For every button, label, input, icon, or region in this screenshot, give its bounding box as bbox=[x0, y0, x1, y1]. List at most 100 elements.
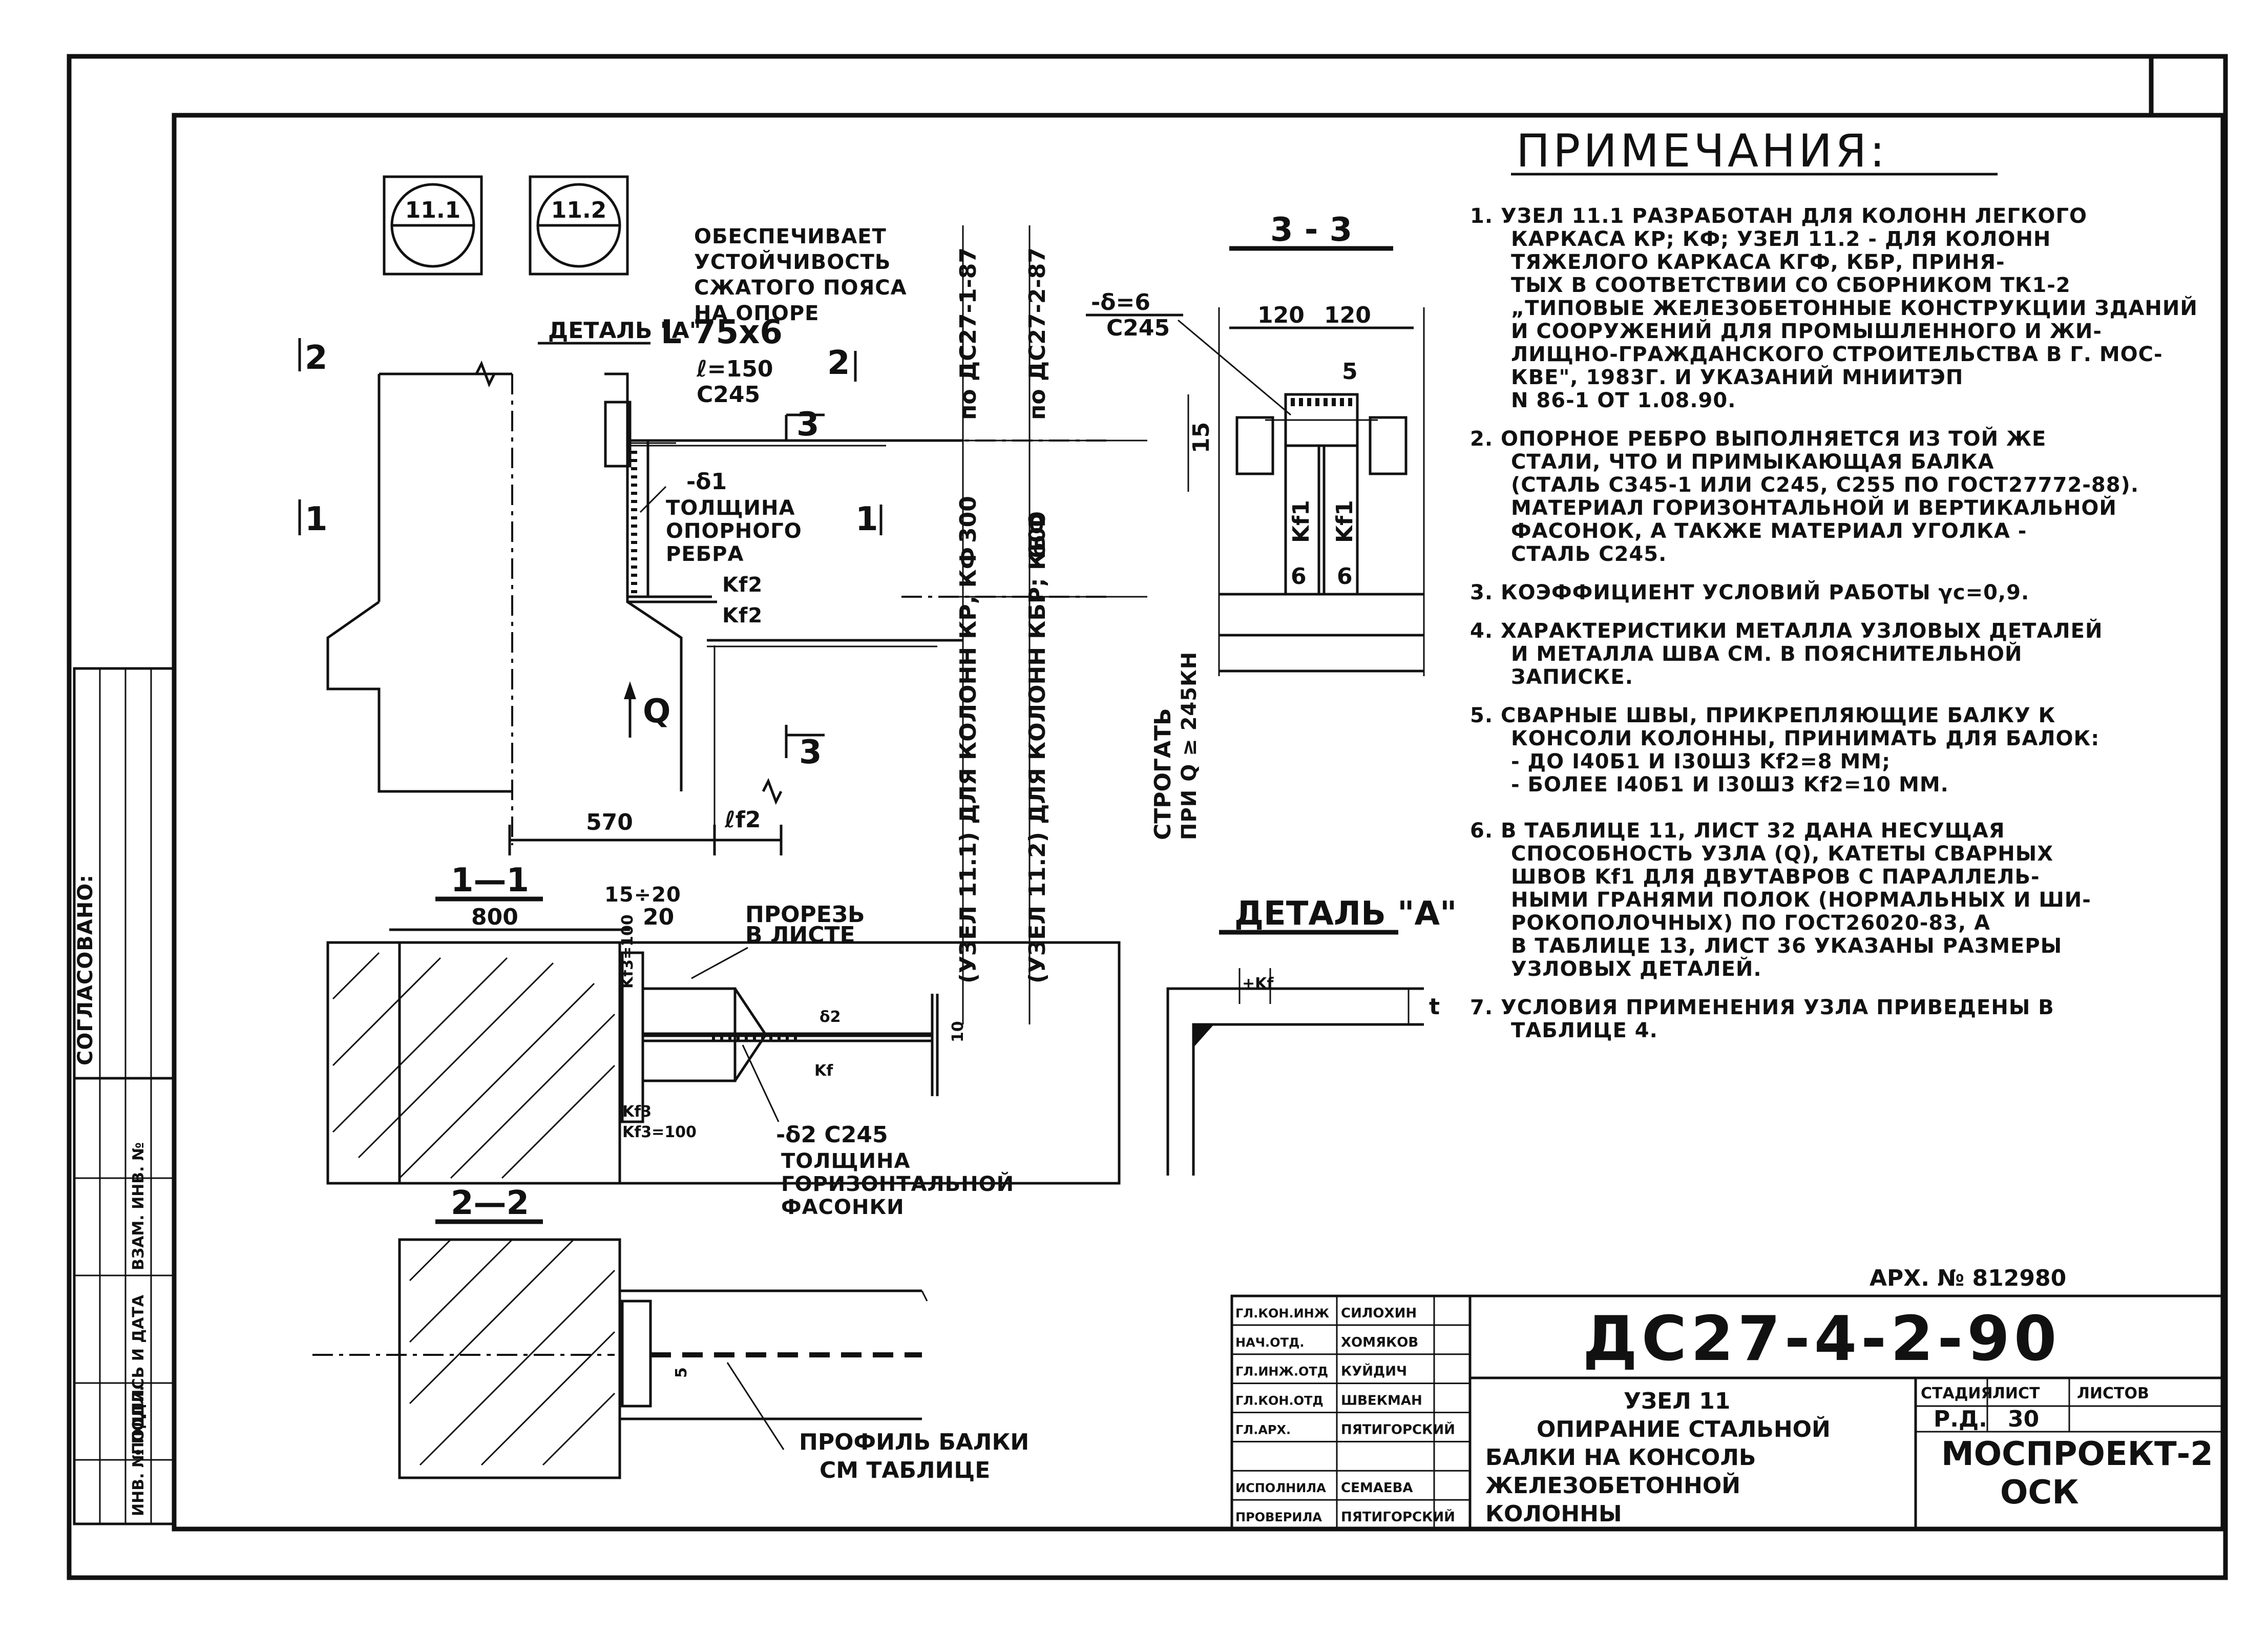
note-line: 2. ОПОРНОЕ РЕБРО ВЫПОЛНЯЕТСЯ ИЗ ТОЙ ЖЕ bbox=[1470, 426, 2046, 451]
cut-1-right: 1 bbox=[855, 500, 878, 538]
note-line: СТАЛИ, ЧТО И ПРИМЫКАЮЩАЯ БАЛКА bbox=[1511, 450, 1994, 474]
note-line: РОКОПОЛОЧНЫХ) ПО ГОСТ26020-83, А bbox=[1511, 911, 1990, 935]
note-line: (СТАЛЬ С345-1 ИЛИ С245, С255 ПО ГОСТ2777… bbox=[1511, 473, 2139, 497]
notes-heading: ПРИМЕЧАНИЯ: bbox=[1516, 124, 1888, 177]
outer-frame bbox=[67, 54, 2228, 1580]
dim-600: 600 bbox=[1024, 511, 1051, 558]
cut-3-top: 3 bbox=[796, 406, 820, 444]
note-line: 5. СВАРНЫЕ ШВЫ, ПРИКРЕПЛЯЮЩИЕ БАЛКУ К bbox=[1470, 704, 2055, 727]
drawing-code: ДС27-4-2-90 bbox=[1583, 1304, 2061, 1375]
rib-thickness: -δ1 bbox=[686, 469, 727, 495]
detail-a: ДЕТАЛЬ "А" +Kf t bbox=[1166, 895, 1457, 1176]
sheet-label: ЛИСТ bbox=[1992, 1385, 2040, 1402]
load-q: Q bbox=[643, 693, 670, 730]
signer-name: ПЯТИГОРСКИЙ bbox=[1341, 1509, 1455, 1525]
section-2-2: 2—2 5 ПРОФИЛЬ БАЛКИ СМ ТАБЛИЦЕ bbox=[312, 1184, 1029, 1483]
note-line: ТЫХ В СООТВЕТСТВИИ СО СБОРНИКОМ ТК1-2 bbox=[1511, 274, 2071, 297]
signer-role: ГЛ.КОН.ОТД bbox=[1235, 1394, 1324, 1408]
stamp-col-1: ИНВ. № ПОДЛ. bbox=[130, 1386, 148, 1516]
stability-note-3: СЖАТОГО ПОЯСА bbox=[694, 276, 907, 300]
profile-note-2: СМ ТАБЛИЦЕ bbox=[820, 1457, 990, 1483]
note-line: 7. УСЛОВИЯ ПРИМЕНЕНИЯ УЗЛА ПРИВЕДЕНЫ В bbox=[1470, 996, 2054, 1019]
rib-note-3: РЕБРА bbox=[666, 542, 744, 566]
note-line: И МЕТАЛЛА ШВА СМ. В ПОЯСНИТЕЛЬНОЙ bbox=[1511, 641, 2022, 666]
note-line: УЗЛОВЫХ ДЕТАЛЕЙ. bbox=[1511, 956, 1762, 981]
kf3-bottom: Kf3=100 bbox=[622, 1123, 697, 1141]
column-purpose-2: (УЗЕЛ 11.2) ДЛЯ КОЛОНН КБР; КБФ bbox=[1024, 512, 1051, 983]
signer-role: НАЧ.ОТД. bbox=[1235, 1335, 1304, 1350]
note-line: НЫМИ ГРАНЯМИ ПОЛОК (НОРМАЛЬНЫХ И ШИ- bbox=[1511, 888, 2091, 912]
plane-note-1: СТРОГАТЬ bbox=[1150, 708, 1176, 840]
description-2: БАЛКИ НА КОНСОЛЬ bbox=[1485, 1444, 1756, 1471]
kf3-top: Kf3=100 bbox=[619, 914, 637, 989]
description-1: ОПИРАНИЕ СТАЛЬНОЙ bbox=[1537, 1415, 1831, 1442]
column-ref-1: по ДС27-1-87 bbox=[955, 247, 981, 420]
note-line: КВЕ", 1983Г. И УКАЗАНИЙ МНИИТЭП bbox=[1511, 365, 1963, 389]
signer-role: ГЛ.КОН.ИНЖ bbox=[1235, 1306, 1330, 1321]
kf1-a: Kf1 bbox=[1288, 500, 1314, 543]
org-name: МОСПРОЕКТ-2 bbox=[1941, 1435, 2213, 1473]
note-line: И СООРУЖЕНИЙ ДЛЯ ПРОМЫШЛЕННОГО И ЖИ- bbox=[1511, 319, 2102, 343]
note-line: 6. В ТАБЛИЦЕ 11, ЛИСТ 32 ДАНА НЕСУЩАЯ bbox=[1470, 819, 2005, 843]
cut-2-right: 2 bbox=[827, 344, 850, 382]
dim-20: 20 bbox=[643, 904, 674, 930]
detail-a-title: ДЕТАЛЬ "А" bbox=[1234, 895, 1457, 933]
angle-label: L 75x6 bbox=[661, 313, 783, 351]
node-title: УЗЕЛ 11 bbox=[1624, 1388, 1730, 1414]
signer-name: ШВЕКМАН bbox=[1341, 1393, 1422, 1409]
angle-length: ℓ=150 bbox=[696, 356, 773, 382]
signer-name: ПЯТИГОРСКИЙ bbox=[1341, 1421, 1455, 1437]
plate-2-note-1: ТОЛЩИНА bbox=[781, 1149, 910, 1173]
kf2-label-a: Kf2 bbox=[722, 573, 763, 597]
plate-2-note-2: ГОРИЗОНТАЛЬНОЙ bbox=[781, 1171, 1014, 1196]
section-1-1: 1—1 800 15÷20 20 ПРОРЕЗЬ В ЛИСТЕ Kf3=100… bbox=[326, 862, 1121, 1219]
section-2-2-title: 2—2 bbox=[451, 1184, 529, 1222]
dim-10: 10 bbox=[949, 1021, 967, 1042]
stamp-col-2: ПОДПИСЬ И ДАТА bbox=[130, 1294, 148, 1455]
detail-a-ref: ДЕТАЛЬ "А" bbox=[548, 318, 701, 344]
dim-6-a: 6 bbox=[1291, 563, 1307, 590]
stage-label: СТАДИЯ bbox=[1921, 1385, 1993, 1402]
signer-role: ГЛ.АРХ. bbox=[1235, 1422, 1291, 1437]
badge-11-2: 11.2 bbox=[551, 197, 607, 223]
dim-120-a: 120 bbox=[1257, 302, 1305, 328]
node-badges: 11.1 11.2 bbox=[383, 175, 629, 276]
signer-role: ПРОВЕРИЛА bbox=[1235, 1510, 1322, 1524]
notes-lines: 1. УЗЕЛ 11.1 РАЗРАБОТАН ДЛЯ КОЛОНН ЛЕГКО… bbox=[1470, 204, 2198, 1042]
note-line: ТАБЛИЦЕ 4. bbox=[1511, 1019, 1658, 1042]
detail-a-t: t bbox=[1429, 994, 1440, 1020]
angle-steel: С245 bbox=[697, 382, 760, 408]
note-line: В ТАБЛИЦЕ 13, ЛИСТ 36 УКАЗАНЫ РАЗМЕРЫ bbox=[1511, 934, 2062, 958]
archive-number: АРХ. № 812980 bbox=[1870, 1265, 2066, 1291]
description-4: КОЛОННЫ bbox=[1485, 1501, 1622, 1527]
dim-800: 800 bbox=[471, 904, 518, 930]
plate-2-note-3: ФАСОНКИ bbox=[781, 1196, 905, 1219]
profile-note-1: ПРОФИЛЬ БАЛКИ bbox=[799, 1429, 1029, 1455]
note-line: МАТЕРИАЛ ГОРИЗОНТАЛЬНОЙ И ВЕРТИКАЛЬНОЙ bbox=[1511, 495, 2117, 520]
org-dept: ОСК bbox=[2000, 1474, 2079, 1512]
section-1-1-title: 1—1 bbox=[451, 862, 529, 899]
column-purpose-1: (УЗЕЛ 11.1) ДЛЯ КОЛОНН КР, КФ bbox=[955, 547, 981, 983]
dim-5-2-2: 5 bbox=[673, 1367, 690, 1378]
signer-role: ГЛ.ИНЖ.ОТД bbox=[1235, 1365, 1328, 1379]
note-line: „ТИПОВЫЕ ЖЕЛЕЗОБЕТОННЫЕ КОНСТРУКЦИИ ЗДАН… bbox=[1511, 296, 2198, 320]
signer-name: СИЛОХИН bbox=[1341, 1306, 1417, 1321]
badge-11-1: 11.1 bbox=[405, 197, 461, 223]
rib-note-1: ТОЛЩИНА bbox=[666, 496, 795, 520]
dim-120-b: 120 bbox=[1324, 302, 1371, 328]
stability-note-4: НА ОПОРЕ bbox=[694, 302, 819, 325]
dim-lf2: ℓf2 bbox=[724, 807, 761, 833]
note-line: N 86-1 ОТ 1.08.90. bbox=[1511, 389, 1736, 412]
section-3-3-title: 3 - 3 bbox=[1270, 211, 1352, 249]
plane-note-2: ПРИ Q ≥ 245КН bbox=[1178, 652, 1201, 840]
plate-3-3: -δ=6 bbox=[1091, 289, 1150, 316]
note-line: ЗАПИСКЕ. bbox=[1511, 665, 1633, 689]
stability-note-1: ОБЕСПЕЧИВАЕТ bbox=[694, 225, 887, 248]
note-line: 3. КОЭФФИЦИЕНТ УСЛОВИЙ РАБОТЫ γc=0,9. bbox=[1470, 580, 2029, 604]
note-line: ФАСОНОК, А ТАКЖЕ МАТЕРИАЛ УГОЛКА - bbox=[1511, 519, 2027, 543]
dim-570: 570 bbox=[586, 809, 633, 835]
side-stamp: СОГЛАСОВАНО: ИНВ. № ПОДЛ. ПОДПИСЬ И ДАТА… bbox=[73, 667, 176, 1525]
signer-role: ИСПОЛНИЛА bbox=[1235, 1481, 1326, 1495]
dim-300: 300 bbox=[955, 496, 981, 543]
